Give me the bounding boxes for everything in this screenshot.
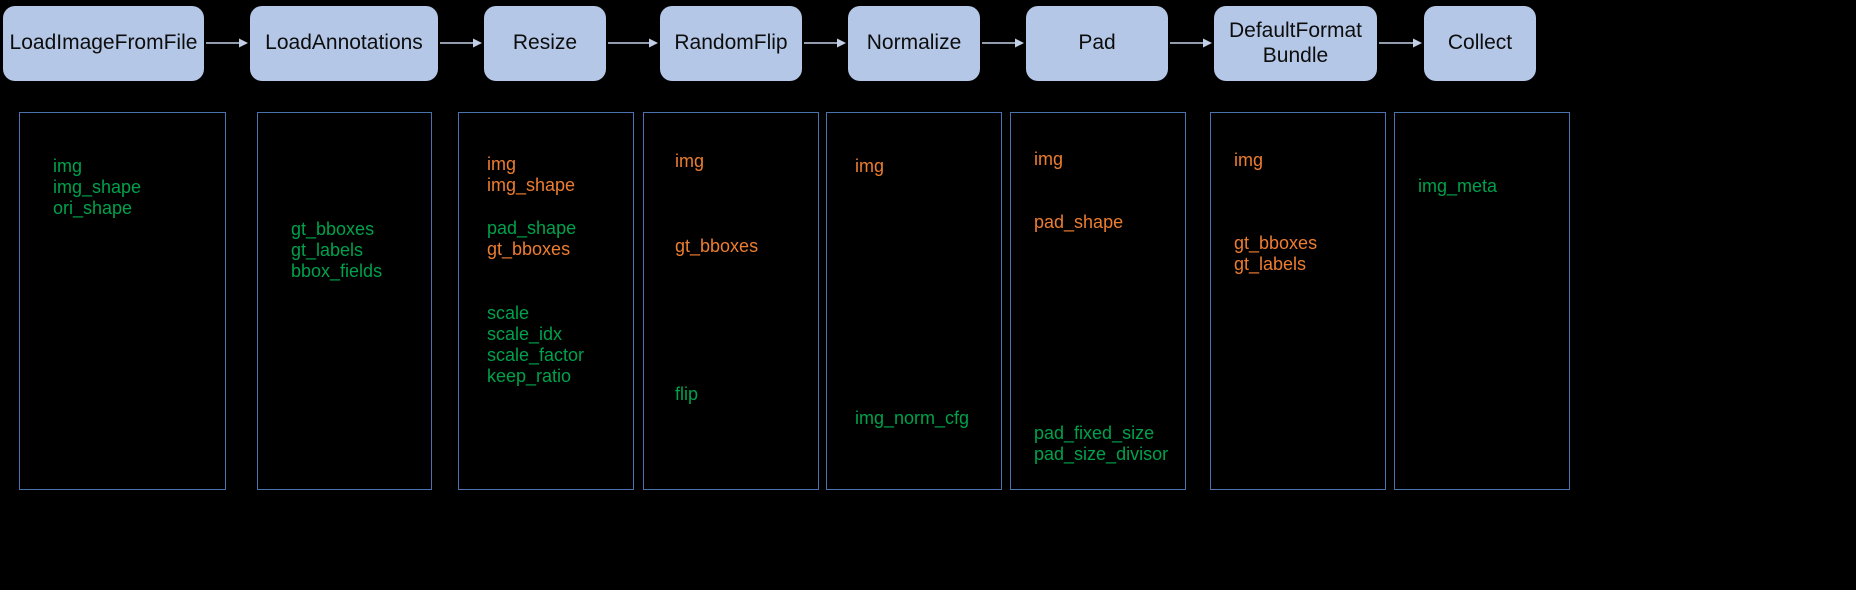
field-gt-bboxes-loadannotations: gt_bboxes	[291, 219, 375, 239]
field-gt-bboxes-randomflip: gt_bboxes	[675, 236, 759, 256]
stage-box-load-image-from-file[interactable]: LoadImageFromFile	[3, 6, 204, 81]
flow-arrow-4	[804, 37, 846, 49]
field-img-norm-cfg-normalize: img_norm_cfg	[855, 408, 970, 428]
field-img-defaultformatbundle: img	[1234, 150, 1264, 170]
flow-arrow-5	[982, 37, 1024, 49]
stage-box-load-annotations[interactable]: LoadAnnotations	[250, 6, 438, 81]
flow-arrow-1	[206, 37, 248, 49]
field-bbox-fields-loadannotations: bbox_fields	[291, 261, 383, 281]
flow-arrow-6	[1170, 37, 1212, 49]
field-img-resize: img	[487, 154, 517, 174]
stage-box-resize[interactable]: Resize	[484, 6, 606, 81]
field-scale-idx-resize: scale_idx	[487, 324, 563, 344]
flow-arrow-7	[1379, 37, 1422, 49]
field-img-shape-resize: img_shape	[487, 175, 576, 195]
stage-label-collect: Collect	[1447, 31, 1513, 55]
field-gt-bboxes-resize: gt_bboxes	[487, 239, 571, 259]
stage-label-pad: Pad	[1078, 31, 1116, 55]
field-img-normalize: img	[855, 156, 885, 176]
field-gt-labels-loadannotations: gt_labels	[291, 240, 364, 260]
stage-label-random-flip: RandomFlip	[674, 31, 788, 55]
stage-box-random-flip[interactable]: RandomFlip	[660, 6, 802, 81]
field-pad-shape-resize: pad_shape	[487, 218, 577, 238]
stage-box-collect[interactable]: Collect	[1424, 6, 1536, 81]
panel-normalize: img img_norm_cfg	[826, 112, 1002, 490]
stage-label-resize: Resize	[512, 31, 578, 55]
field-keep-ratio-resize: keep_ratio	[487, 366, 572, 386]
field-pad-fixed-size-pad: pad_fixed_size	[1034, 423, 1155, 443]
field-flip-randomflip: flip	[675, 384, 699, 404]
field-img-pad: img	[1034, 149, 1064, 169]
flow-arrow-2	[440, 37, 482, 49]
field-gt-labels-defaultformatbundle: gt_labels	[1234, 254, 1307, 274]
field-img-loadimagefromfile: img	[53, 156, 83, 176]
field-scale-factor-resize: scale_factor	[487, 345, 585, 365]
field-img-shape-loadimagefromfile: img_shape	[53, 177, 142, 197]
stage-box-normalize[interactable]: Normalize	[848, 6, 980, 81]
field-gt-bboxes-defaultformatbundle: gt_bboxes	[1234, 233, 1318, 253]
field-pad-shape-pad: pad_shape	[1034, 212, 1124, 232]
flow-arrow-3	[608, 37, 658, 49]
field-ori-shape-loadimagefromfile: ori_shape	[53, 198, 133, 218]
field-pad-size-divisor-pad: pad_size_divisor	[1034, 444, 1169, 464]
field-scale-resize: scale	[487, 303, 530, 323]
stage-label-default-format-bundle: DefaultFormat Bundle	[1228, 19, 1363, 67]
panel-collect: img_meta	[1394, 112, 1570, 490]
field-img-randomflip: img	[675, 151, 705, 171]
stage-box-default-format-bundle[interactable]: DefaultFormat Bundle	[1214, 6, 1377, 81]
field-img-meta-collect: img_meta	[1418, 176, 1498, 196]
stage-box-pad[interactable]: Pad	[1026, 6, 1168, 81]
stage-label-normalize: Normalize	[866, 31, 962, 55]
stage-label-load-annotations: LoadAnnotations	[265, 31, 423, 55]
stage-label-load-image-from-file: LoadImageFromFile	[9, 31, 198, 55]
